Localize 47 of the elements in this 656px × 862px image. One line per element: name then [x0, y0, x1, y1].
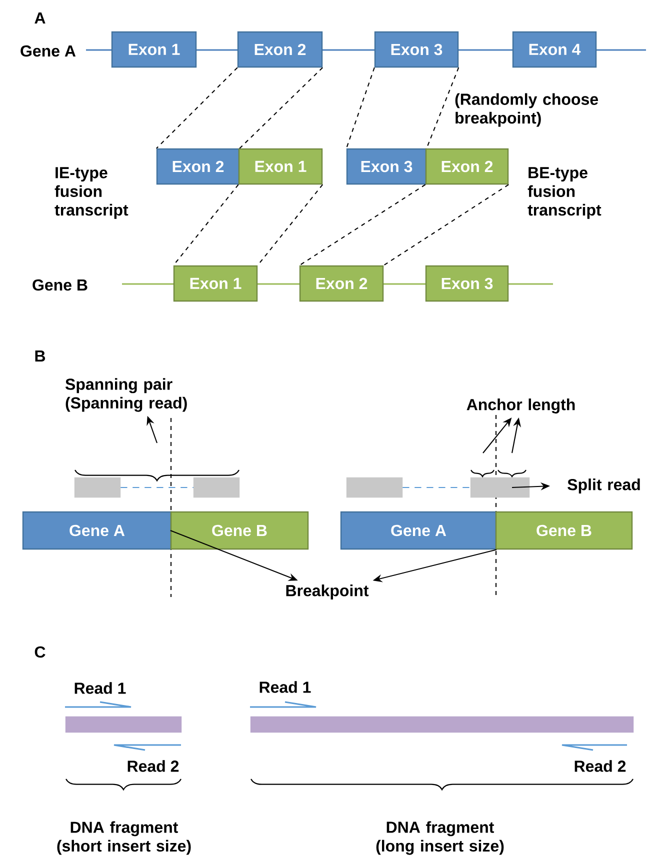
gene-label: Gene B: [32, 279, 88, 291]
exon-box: Exon 3: [374, 31, 459, 68]
fragment-label: DNA fragment (long insert size): [376, 821, 504, 855]
read-label: Read 1: [74, 682, 126, 694]
exon-box: Exon 4: [512, 31, 597, 68]
read-block: [346, 477, 403, 498]
connector-line: [156, 67, 238, 149]
annotation-text: Anchor length: [466, 398, 575, 414]
note-text: (Randomly choose breakpoint): [455, 93, 598, 127]
gene-bar: Gene A: [22, 511, 172, 550]
gene-bar: Gene A: [340, 511, 497, 550]
gene-label: Gene A: [20, 45, 76, 57]
panel-label: B: [35, 350, 46, 362]
transcript-label: IE-type fusion transcript: [54, 167, 128, 219]
fragment-label: DNA fragment (short insert size): [57, 821, 191, 855]
dna-fragment-bar: [65, 716, 182, 733]
read-block: [193, 477, 240, 498]
read-label: Read 1: [260, 681, 311, 693]
gene-bar: Gene B: [495, 511, 633, 550]
panel-label: A: [34, 12, 46, 24]
transcript-label: BE-type fusion transcript: [528, 167, 602, 219]
connector-line: [383, 184, 509, 266]
annotation-text: Spanning pair (Spanning read): [65, 378, 187, 412]
read-block: [470, 477, 530, 498]
read-label: Read 2: [128, 760, 179, 772]
annotation-text: Breakpoint: [286, 584, 369, 600]
exon-box: Exon 2: [299, 265, 384, 302]
panel-label: C: [34, 646, 46, 658]
exon-box: Exon 2: [425, 148, 509, 185]
exon-box: Exon 1: [111, 31, 197, 68]
exon-box: Exon 2: [156, 148, 240, 185]
gene-bar: Gene B: [170, 511, 309, 550]
dna-fragment-bar: [250, 716, 634, 733]
exon-box: Exon 1: [238, 148, 323, 185]
connector-line: [402, 486, 470, 488]
connector-line: [239, 67, 323, 149]
annotation-text: Split read: [568, 478, 640, 494]
exon-box: Exon 3: [425, 265, 509, 302]
exon-box: Exon 3: [346, 148, 427, 185]
exon-box: Exon 1: [173, 265, 258, 302]
read-block: [74, 477, 121, 498]
connector-line: [257, 184, 324, 266]
connector-line: [346, 67, 375, 149]
exon-box: Exon 2: [237, 31, 323, 68]
connector-line: [299, 184, 426, 266]
connector-line: [120, 486, 194, 488]
read-label: Read 2: [574, 760, 626, 772]
